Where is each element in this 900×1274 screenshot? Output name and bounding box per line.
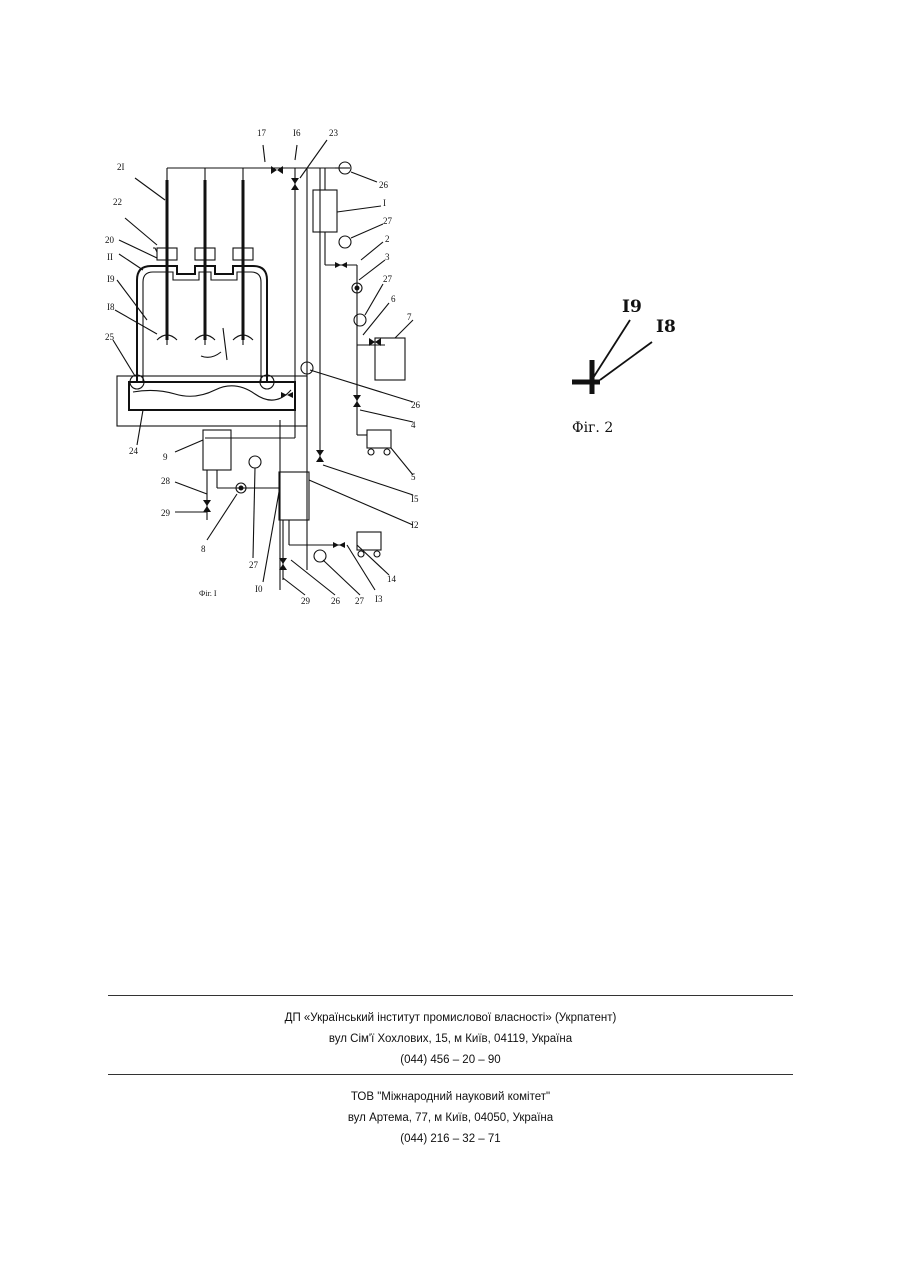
fig1-label-13: I3	[375, 594, 383, 604]
figure-2-caption: Фіг. 2	[572, 420, 613, 436]
fig1-label-27d: 27	[355, 596, 365, 606]
fig1-label-20: 20	[105, 235, 115, 245]
fig1-label-10: I0	[255, 584, 263, 594]
fig1-label-29a: 29	[161, 508, 171, 518]
fig1-label-26b: 26	[411, 400, 421, 410]
fig2-label-19: I9	[622, 297, 642, 317]
fig1-label-28: 28	[161, 476, 171, 486]
fig1-label-8: 8	[201, 544, 206, 554]
fig1-label-6: 6	[391, 294, 396, 304]
fig2-label-18: I8	[656, 317, 676, 337]
org2-name: ТОВ "Міжнародний науковий комітет"	[108, 1087, 793, 1108]
fig1-label-25: 25	[105, 332, 115, 342]
footer-divider-middle	[108, 1074, 793, 1075]
fig1-label-4: 4	[411, 420, 416, 430]
fig1-label-27b: 27	[383, 274, 393, 284]
fig1-label-18: I8	[107, 302, 115, 312]
org1-address: вул Сім'ї Хохлових, 15, м Київ, 04119, У…	[108, 1029, 793, 1050]
fig1-label-3: 3	[385, 252, 390, 262]
org2-address: вул Артема, 77, м Київ, 04050, Україна	[108, 1108, 793, 1129]
fig1-label-11: II	[107, 252, 113, 262]
fig1-label-27c: 27	[249, 560, 259, 570]
fig1-label-15: I5	[411, 494, 419, 504]
figure-1-caption: Фіг. I	[199, 589, 217, 598]
figure-2-detail: I9 I8 Фіг. 2	[560, 290, 710, 440]
figure-1-schematic: 17 I6 23 2I 26 22 I 27 20 2 II 3 I9 27 I…	[95, 120, 435, 610]
fig1-label-21: 2I	[117, 162, 125, 172]
fig1-label-1: I	[383, 198, 386, 208]
org2-phone: (044) 216 – 32 – 71	[108, 1129, 793, 1150]
fig1-label-14: 14	[387, 574, 397, 584]
fig1-label-26a: 26	[379, 180, 389, 190]
fig1-label-29b: 29	[301, 596, 311, 606]
fig1-label-5: 5	[411, 472, 416, 482]
fig1-label-2: 2	[385, 234, 390, 244]
fig1-label-7: 7	[407, 312, 412, 322]
fig1-label-9: 9	[163, 452, 168, 462]
footer-divider-top	[108, 995, 793, 996]
org1-phone: (044) 456 – 20 – 90	[108, 1050, 793, 1071]
fig1-label-27a: 27	[383, 216, 393, 226]
footer-org1: ДП «Український інститут промислової вла…	[108, 1008, 793, 1071]
fig1-label-12: I2	[411, 520, 419, 530]
fig1-label-19: I9	[107, 274, 115, 284]
org1-name: ДП «Український інститут промислової вла…	[108, 1008, 793, 1029]
fig1-label-17: 17	[257, 128, 267, 138]
fig1-label-26c: 26	[331, 596, 341, 606]
fig1-label-16: I6	[293, 128, 301, 138]
fig1-label-23: 23	[329, 128, 339, 138]
fig1-label-22: 22	[113, 197, 122, 207]
footer-org2: ТОВ "Міжнародний науковий комітет" вул А…	[108, 1087, 793, 1150]
fig1-label-24: 24	[129, 446, 139, 456]
